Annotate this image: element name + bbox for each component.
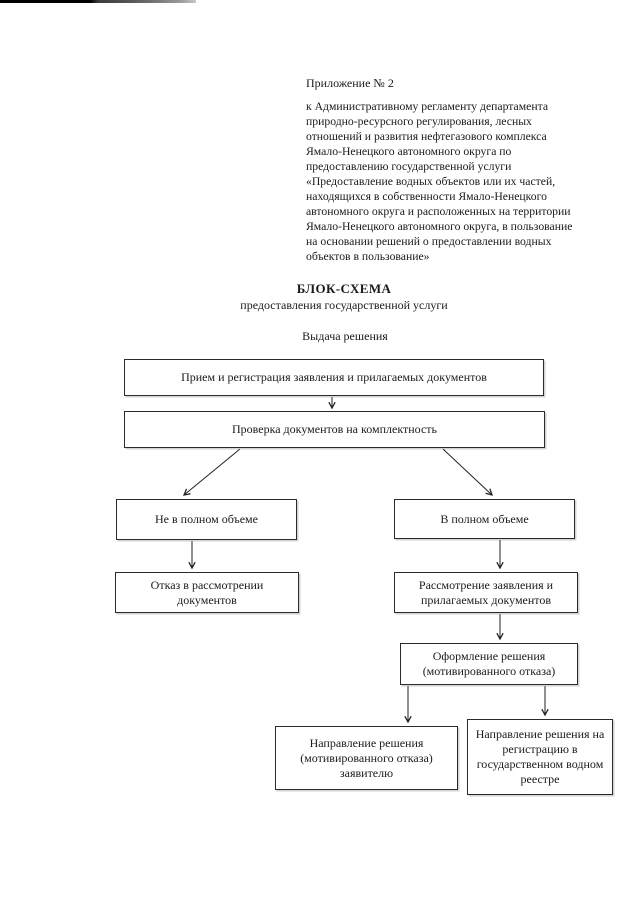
paragraph-line: Ямало-Ненецкого автономного округа, в по…	[306, 220, 573, 233]
scheme-title: БЛОК-СХЕМА	[296, 281, 392, 296]
flow-box-label: Прием и регистрация заявления и прилагае…	[181, 370, 487, 384]
flow-box-incomplete: Не в полном объеме	[116, 499, 297, 540]
flow-box-send-registry: Направление решения на регистрацию в гос…	[467, 719, 613, 795]
flow-box-label: Проверка документов на комплектность	[231, 422, 437, 436]
paragraph-line: «Предоставление водных объектов или их ч…	[306, 175, 556, 188]
flow-box-check: Проверка документов на комплектность	[124, 411, 545, 448]
flow-box-label: В полном объеме	[440, 511, 529, 526]
flow-box-label: Направление решения на регистрацию в гос…	[475, 727, 605, 786]
flow-box-label: Оформление решения (мотивированного отка…	[422, 649, 556, 678]
paragraph-line: автономного округа и расположенных на те…	[306, 205, 571, 218]
paragraph-line: находящихся в собственности Ямало-Ненецк…	[306, 190, 547, 203]
connector-check-incomplete	[182, 448, 241, 496]
paragraph-line: на основании решений о предоставлении во…	[306, 235, 552, 248]
flow-box-receive: Прием и регистрация заявления и прилагае…	[124, 359, 544, 396]
flow-box-review: Рассмотрение заявления и прилагаемых док…	[394, 572, 578, 613]
paragraph-line: отношений и развития нефтегазового компл…	[306, 130, 547, 143]
flow-box-issue: Оформление решения (мотивированного отка…	[400, 643, 578, 685]
flow-box-label: Направление решения (мотивированного отк…	[300, 735, 433, 780]
scan-artifact-bar	[0, 0, 196, 3]
flow-box-label: Отказ в рассмотрении документов	[150, 577, 264, 607]
paragraph-line: Ямало-Ненецкого автономного округа по	[306, 145, 512, 158]
paragraph-line: природно-ресурсного регулирования, лесны…	[306, 115, 532, 128]
flow-box-label: Рассмотрение заявления и прилагаемых док…	[418, 577, 554, 607]
connector-check-complete	[442, 448, 493, 496]
appendix-reference-paragraph: к Административному регламенту департаме…	[306, 99, 572, 264]
scheme-subtitle: предоставления государственной услуги	[240, 298, 448, 312]
flow-box-complete: В полном объеме	[394, 499, 575, 539]
paragraph-line: объектов в пользование»	[306, 250, 430, 263]
appendix-title: Приложение № 2	[306, 76, 394, 90]
section-label: Выдача решения	[302, 329, 388, 343]
flow-box-refuse: Отказ в рассмотрении документов	[115, 572, 299, 613]
paragraph-line: к Административному регламенту департаме…	[306, 100, 549, 113]
flow-box-label: Не в полном объеме	[155, 512, 258, 526]
paragraph-line: предоставлению государственной услуги	[306, 160, 512, 173]
flow-box-send-applicant: Направление решения (мотивированного отк…	[275, 726, 458, 790]
scheme-heading-group: БЛОК-СХЕМА предоставления государственно…	[104, 281, 584, 313]
